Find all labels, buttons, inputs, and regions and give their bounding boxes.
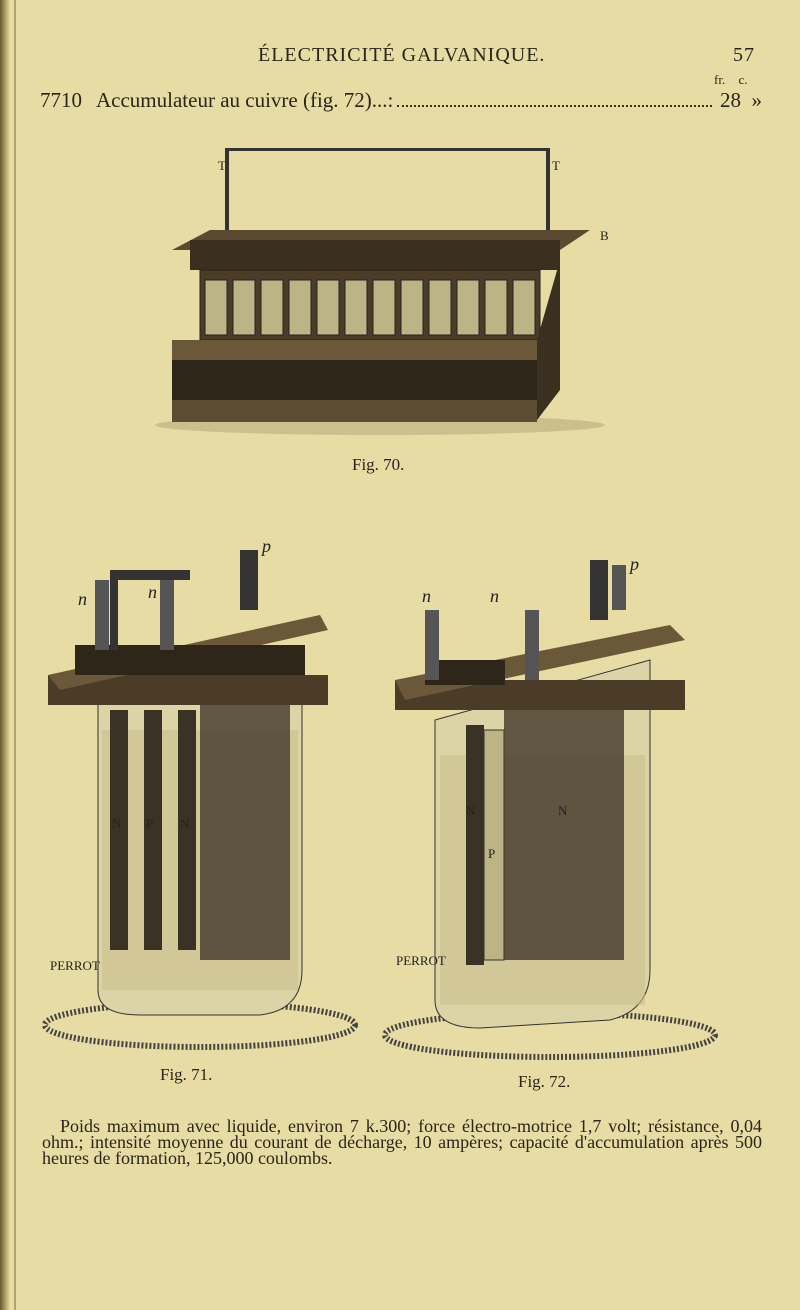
figure-72-illustration: n n p N P N PERROT (382, 554, 718, 1060)
centimes-header: c. (738, 72, 748, 87)
accumulator-cell (456, 279, 480, 336)
accumulator-cell (400, 279, 424, 336)
svg-text:N: N (466, 803, 476, 818)
accumulator-cell (204, 279, 228, 336)
francs-header: fr. (714, 72, 726, 87)
svg-text:N: N (558, 803, 568, 818)
svg-text:N: N (180, 816, 190, 831)
catalog-item: 7710 Accumulateur au cuivre (fig. 72)...… (40, 88, 780, 113)
svg-text:PERROT: PERROT (396, 953, 446, 968)
figure-71-caption: Fig. 71. (160, 1065, 213, 1084)
figure-71-illustration: n n p N P N PERROT (42, 536, 358, 1050)
page-margin-line (14, 0, 16, 1310)
accumulator-cell (260, 279, 284, 336)
svg-text:n: n (422, 586, 431, 606)
accumulator-cell (344, 279, 368, 336)
accumulator-cell (512, 279, 536, 336)
svg-text:n: n (78, 589, 87, 609)
svg-text:P: P (146, 816, 153, 831)
svg-text:T: T (218, 158, 226, 173)
accumulator-cell (316, 279, 340, 336)
svg-text:n: n (148, 582, 157, 602)
leader-dots (397, 88, 712, 107)
svg-text:n: n (490, 586, 499, 606)
page-binding-edge (0, 0, 10, 1310)
page-number: 57 (733, 44, 755, 66)
figure-72-caption: Fig. 72. (518, 1072, 571, 1091)
item-number: 7710 (40, 88, 82, 112)
description-text: Poids maximum avec liquide, environ 7 k.… (42, 1116, 762, 1168)
svg-text:PERROT: PERROT (50, 958, 100, 973)
accumulator-cell (428, 279, 452, 336)
svg-text:p: p (628, 554, 639, 574)
accumulator-cell (484, 279, 508, 336)
svg-text:B: B (600, 228, 609, 243)
price-centimes: » (751, 88, 763, 112)
accumulator-cell (288, 279, 312, 336)
price-francs: 28 (720, 88, 741, 112)
price-columns: fr. c. (714, 72, 747, 88)
accumulator-cell (232, 279, 256, 336)
accumulator-cell (372, 279, 396, 336)
header-title: ÉLECTRICITÉ GALVANIQUE. (258, 44, 546, 66)
svg-text:T: T (552, 158, 560, 173)
item-description: Poids maximum avec liquide, environ 7 k.… (42, 1116, 762, 1168)
svg-text:p: p (260, 536, 271, 556)
figure-70-caption: Fig. 70. (352, 455, 405, 474)
svg-text:P: P (488, 846, 495, 861)
item-price: 28 » (720, 88, 780, 113)
item-label: Accumulateur au cuivre (fig. 72)...: (96, 88, 394, 112)
figure-70-illustration: T T B (155, 148, 609, 435)
svg-text:N: N (112, 816, 122, 831)
